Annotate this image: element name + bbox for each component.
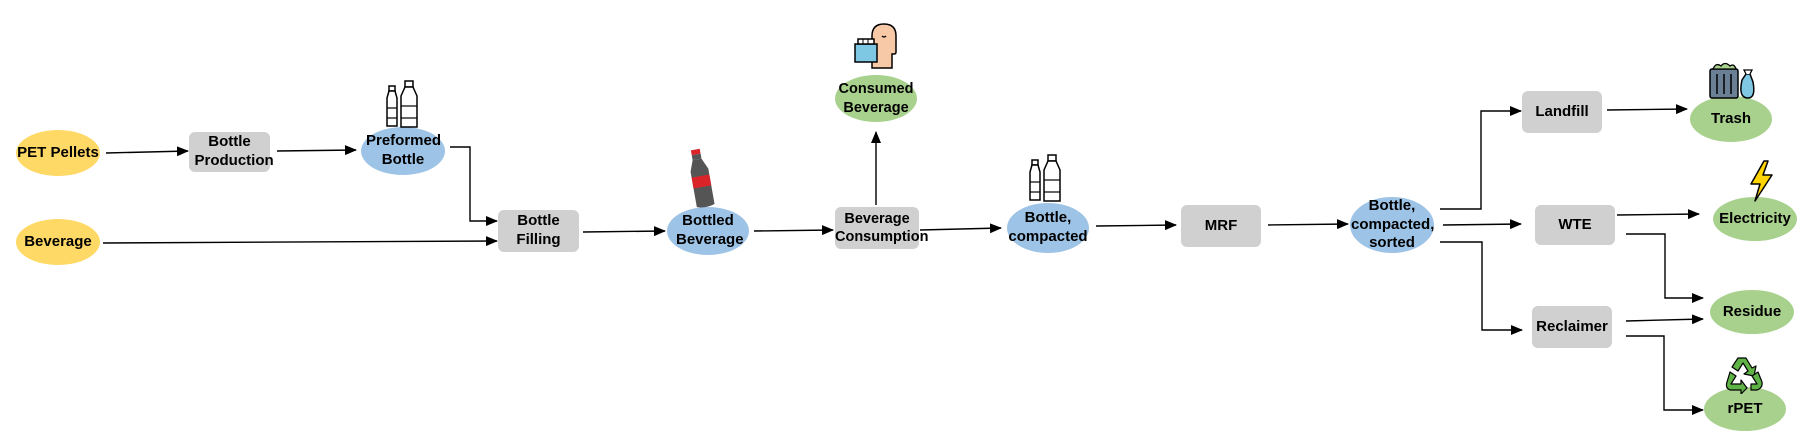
node-rpet: rPET	[1704, 387, 1786, 431]
node-trash: Trash	[1690, 96, 1772, 142]
node-label: PET Pellets	[17, 143, 99, 161]
arrow-production-to-preformed	[276, 145, 357, 156]
node-pet-pellets: PET Pellets	[16, 130, 100, 176]
node-bottle-compacted-sorted: Bottle, compacted, sorted	[1350, 197, 1434, 253]
plastic-bottles-icon	[386, 80, 418, 128]
arrow-mrf-to-sorted	[1267, 219, 1349, 230]
node-label: Beverage Consumption	[835, 210, 929, 245]
person-drinking-icon	[854, 23, 897, 69]
node-label: Bottle Production	[194, 133, 274, 169]
trash-bins-icon	[1709, 62, 1755, 99]
arrow-landfill-to-trash	[1606, 104, 1688, 115]
arrow-sorted-to-landfill	[1440, 106, 1522, 210]
arrow-preformed-to-filling	[450, 146, 498, 226]
arrow-sorted-to-reclaimer	[1440, 241, 1523, 335]
arrow-consumption-to-compacted	[919, 223, 1002, 234]
node-mrf: MRF	[1181, 205, 1261, 247]
node-beverage-consumption: Beverage Consumption	[835, 207, 929, 249]
soda-bottle-icon	[690, 148, 715, 208]
node-label: Bottle, compacted, sorted	[1351, 196, 1435, 252]
node-label: Electricity	[1719, 209, 1791, 227]
arrow-reclaimer-to-rpet	[1626, 335, 1704, 415]
arrow-compacted-to-mrf	[1095, 220, 1177, 231]
node-label: WTE	[1558, 215, 1592, 233]
arrow-beverage-to-filling	[102, 236, 498, 247]
node-label: rPET	[1727, 399, 1763, 417]
node-label: Residue	[1722, 302, 1782, 320]
plastic-bottles-icon	[1029, 154, 1061, 202]
recycle-icon	[1725, 357, 1763, 394]
node-label: Bottle, compacted	[1008, 209, 1088, 245]
arrow-pellets-to-production	[105, 146, 189, 157]
node-beverage: Beverage	[16, 219, 100, 265]
arrow-wte-to-residue	[1626, 233, 1704, 303]
arrow-reclaimer-to-residue	[1625, 314, 1704, 325]
node-label: Bottle Filling	[516, 212, 561, 248]
node-label: Reclaimer	[1536, 317, 1608, 335]
node-reclaimer: Reclaimer	[1532, 306, 1612, 348]
node-bottle-compacted: Bottle, compacted	[1007, 203, 1089, 253]
node-bottled-beverage: Bottled Beverage	[667, 207, 749, 255]
node-electricity: Electricity	[1713, 197, 1797, 241]
arrow-filling-to-bottled	[582, 226, 666, 237]
node-preformed-bottle: Preformed Bottle	[361, 127, 445, 175]
node-label: Trash	[1710, 109, 1752, 127]
lightning-bolt-icon	[1750, 160, 1773, 202]
arrow-sorted-to-wte	[1442, 219, 1522, 230]
node-label: Bottled Beverage	[676, 212, 744, 248]
node-wte: WTE	[1535, 205, 1615, 245]
node-label: Preformed Bottle	[366, 132, 442, 168]
node-label: Consumed Beverage	[838, 81, 914, 116]
node-label: MRF	[1204, 216, 1238, 234]
node-label: Beverage	[24, 232, 92, 250]
node-landfill: Landfill	[1522, 91, 1602, 133]
node-bottle-production: Bottle Production	[189, 132, 274, 172]
node-label: Landfill	[1535, 102, 1589, 120]
arrow-bottled-to-consumption	[753, 225, 834, 236]
node-bottle-filling: Bottle Filling	[498, 210, 579, 252]
node-consumed-beverage: Consumed Beverage	[835, 75, 917, 122]
arrow-wte-to-electricity	[1616, 209, 1700, 220]
node-residue: Residue	[1710, 290, 1794, 334]
